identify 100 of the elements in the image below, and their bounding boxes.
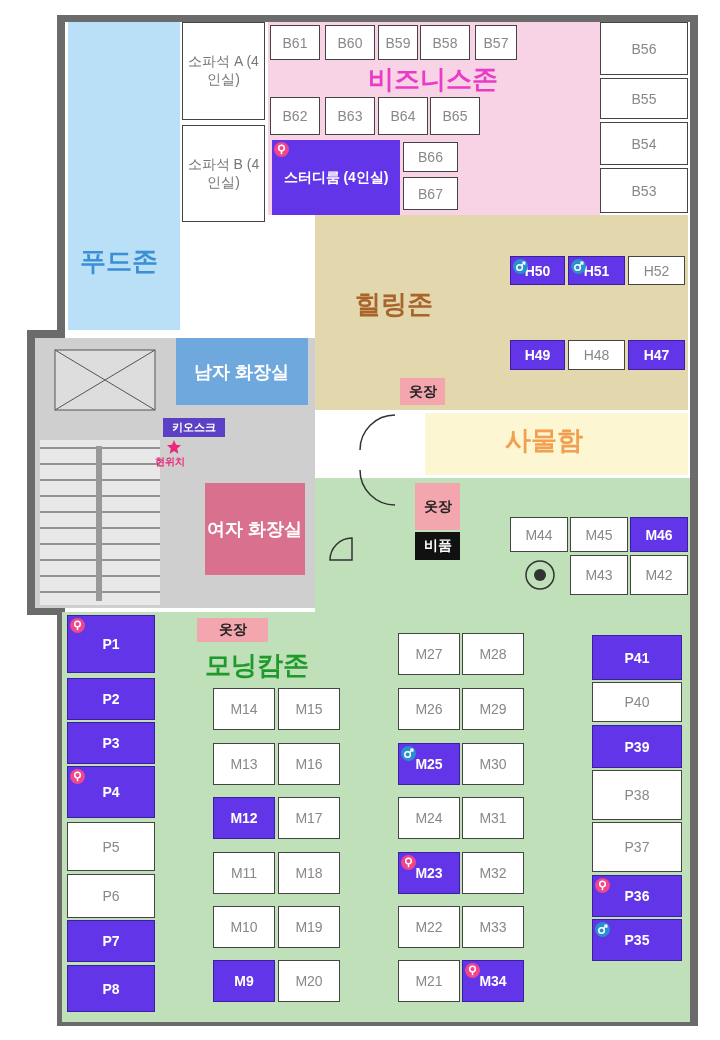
seat-box xyxy=(278,960,340,1002)
seat-number: M18 xyxy=(295,865,323,881)
seat-box xyxy=(398,852,460,894)
seat-box xyxy=(67,615,155,673)
seat-box xyxy=(325,25,375,60)
seat-box xyxy=(270,97,320,135)
seat-box xyxy=(630,517,688,552)
room-label: 키오스크 xyxy=(172,420,216,435)
seat-number: M32 xyxy=(479,865,507,881)
seat-number: B65 xyxy=(442,108,468,124)
seat-number: P2 xyxy=(102,691,120,707)
wardrobe xyxy=(415,483,460,530)
room-label: 소파석 B (4인실) xyxy=(186,155,261,192)
zone-area xyxy=(315,215,688,410)
seat-box xyxy=(398,797,460,839)
seat-number: B63 xyxy=(337,108,363,124)
seat-box xyxy=(67,766,155,818)
seat-number: B55 xyxy=(631,90,657,107)
seat-number: H47 xyxy=(643,347,670,363)
room-label: 비품 xyxy=(423,537,452,555)
seat-number: P6 xyxy=(102,888,120,904)
seat-box xyxy=(510,517,568,552)
seat-box xyxy=(600,22,688,75)
seat-box xyxy=(378,97,428,135)
zone-area xyxy=(68,22,180,330)
seat-number: B66 xyxy=(418,149,443,165)
seat-box xyxy=(67,965,155,1012)
seat-box xyxy=(462,960,524,1002)
seat-number: M42 xyxy=(645,567,673,583)
seat-box xyxy=(630,555,688,595)
seat-number: M28 xyxy=(479,646,507,662)
seat-box xyxy=(475,25,517,60)
seat-number: B53 xyxy=(631,182,657,199)
seat-box xyxy=(398,960,460,1002)
study-room xyxy=(272,140,400,215)
seat-number: H49 xyxy=(524,347,551,363)
seat-box xyxy=(628,340,685,370)
seat-number: M10 xyxy=(230,919,258,935)
seat-number: M30 xyxy=(479,756,507,772)
seat-box xyxy=(278,688,340,730)
seat-box xyxy=(278,797,340,839)
seat-number: M43 xyxy=(585,567,613,583)
sofa-room xyxy=(182,125,265,222)
seat-number: M27 xyxy=(415,646,443,662)
seat-box xyxy=(462,852,524,894)
seat-number: M33 xyxy=(479,919,507,935)
seat-box xyxy=(628,256,685,285)
seat-box xyxy=(462,633,524,675)
seat-number: P36 xyxy=(624,888,650,904)
wardrobe xyxy=(400,378,445,405)
seat-number: M11 xyxy=(230,865,258,881)
seat-number: M25 xyxy=(415,756,443,772)
sofa-room xyxy=(182,22,265,120)
seat-number: P37 xyxy=(624,839,650,855)
seat-number: B61 xyxy=(282,34,308,51)
seat-box xyxy=(213,688,275,730)
seat-number: B54 xyxy=(631,135,657,152)
seat-box xyxy=(462,688,524,730)
storage-cabinet xyxy=(415,532,460,560)
zone-label: 모닝캄존 xyxy=(205,649,309,682)
seat-number: B58 xyxy=(432,34,458,51)
room-label: 옷장 xyxy=(423,497,452,516)
seat-number: B57 xyxy=(483,34,509,51)
seat-number: P35 xyxy=(624,932,650,948)
seat-number: P1 xyxy=(102,636,120,652)
seat-number: M20 xyxy=(295,973,323,989)
seat-box xyxy=(592,635,682,680)
seat-box xyxy=(278,906,340,948)
seat-number: M17 xyxy=(295,810,323,826)
seat-box xyxy=(592,770,682,820)
seat-box xyxy=(67,722,155,764)
seat-box xyxy=(213,797,275,839)
seat-number: M9 xyxy=(234,973,254,989)
seat-number: B56 xyxy=(631,40,657,57)
seat-box xyxy=(420,25,470,60)
seat-number: M29 xyxy=(479,701,507,717)
zone-label: 힐링존 xyxy=(355,288,433,321)
seat-box xyxy=(213,960,275,1002)
seat-number: M44 xyxy=(525,526,553,543)
room-label: 소파석 A (4인실) xyxy=(187,53,260,89)
seat-box xyxy=(462,797,524,839)
seat-number: M13 xyxy=(230,756,258,772)
seat-box xyxy=(278,852,340,894)
seat-number: M23 xyxy=(415,865,443,881)
seat-box xyxy=(600,168,688,213)
seat-box xyxy=(592,919,682,961)
seat-number: P4 xyxy=(102,784,120,800)
seat-box xyxy=(213,743,275,785)
room-label: 여자 화장실 xyxy=(207,518,303,541)
location-label: 현위치 xyxy=(155,455,185,469)
zone-area xyxy=(62,612,690,1022)
room-label: 남자 화장실 xyxy=(194,360,290,384)
seat-box xyxy=(600,78,688,119)
seat-number: H51 xyxy=(583,262,610,279)
seat-box xyxy=(510,340,565,370)
seat-box xyxy=(378,25,418,60)
seat-box xyxy=(568,256,625,285)
seat-number: M31 xyxy=(479,810,507,826)
seat-number: H50 xyxy=(524,262,551,279)
seat-number: B67 xyxy=(418,185,443,202)
